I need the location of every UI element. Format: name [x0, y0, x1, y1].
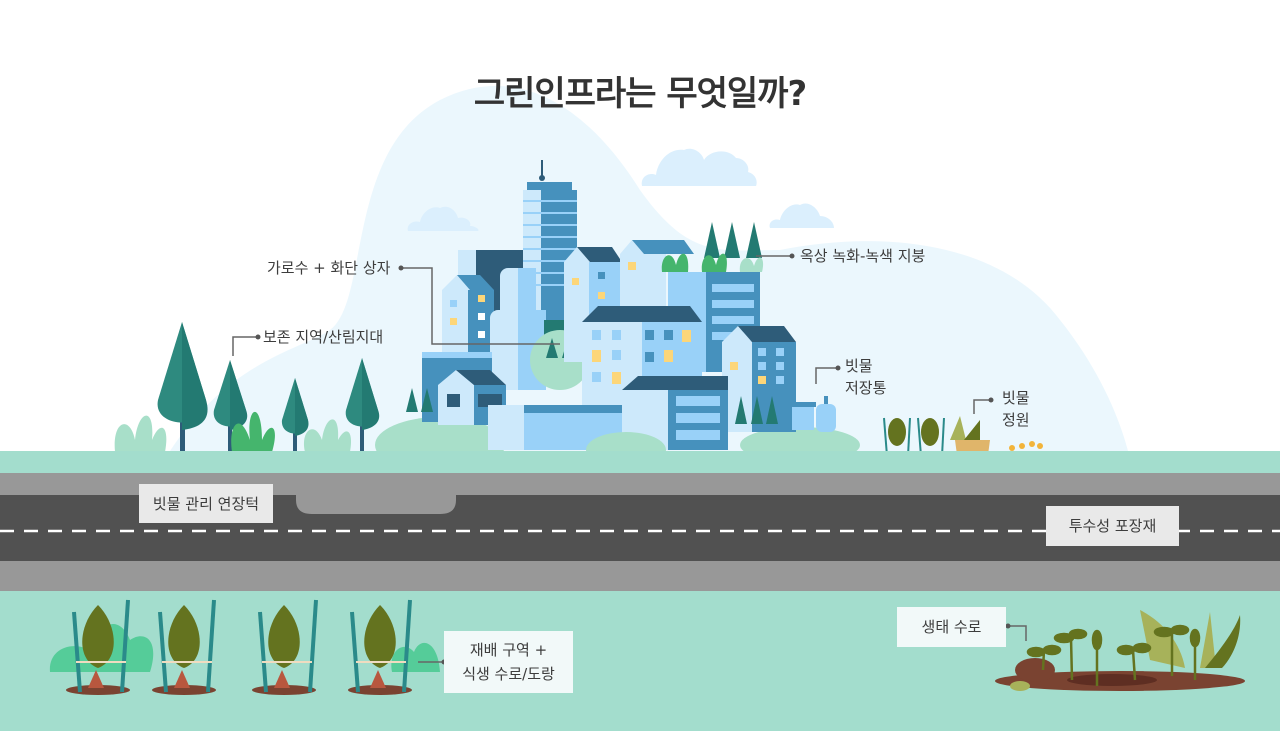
- label-stormwater-curb: 빗물 관리 연장턱: [139, 484, 273, 523]
- label-cultivation-line2: 식생 수로/도랑: [462, 665, 555, 683]
- conservation-forest: [114, 322, 380, 452]
- leader-lines: [232, 255, 1027, 663]
- city-buildings: [375, 160, 860, 473]
- label-rain-garden: 빗물 정원: [1002, 387, 1030, 431]
- label-conservation-forest: 보존 지역/산림지대: [263, 328, 384, 346]
- cultivation-trees: [49, 599, 440, 695]
- label-eco-channel: 생태 수로: [897, 607, 1006, 647]
- label-street-trees: 가로수 + 화단 상자: [267, 259, 391, 277]
- page-title: 그린인프라는 무엇일까?: [473, 74, 807, 114]
- label-cultivation-line1: 재배 구역 +: [469, 641, 548, 659]
- cloud-icon: [407, 148, 834, 231]
- label-permeable-paving: 투수성 포장재: [1046, 506, 1179, 546]
- label-cultivation-area: 재배 구역 + 식생 수로/도랑: [444, 631, 573, 693]
- label-rain-barrel-line1: 빗물: [845, 357, 873, 375]
- label-rain-garden-line1: 빗물: [1002, 389, 1030, 407]
- label-green-roof: 옥상 녹화-녹색 지붕: [800, 247, 926, 265]
- label-rain-garden-line2: 정원: [1002, 411, 1030, 429]
- label-rain-barrel: 빗물 저장통: [845, 355, 886, 399]
- ground-upper: [0, 451, 1280, 473]
- eco-channel: [995, 610, 1245, 691]
- label-rain-barrel-line2: 저장통: [845, 379, 887, 397]
